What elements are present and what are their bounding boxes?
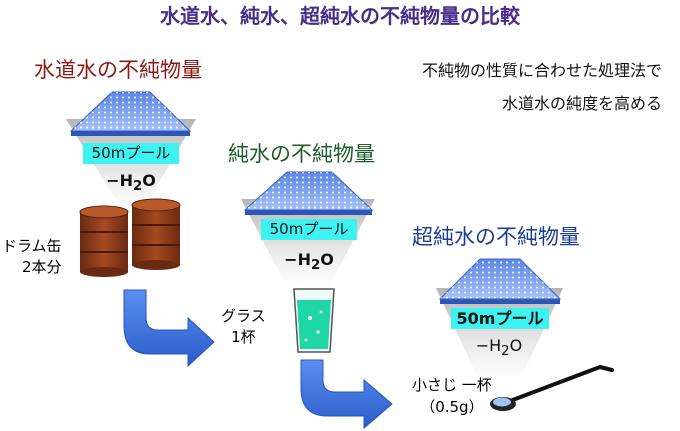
- formula-ultra: −H2O: [466, 336, 532, 359]
- spoon-icon: [490, 364, 614, 411]
- formula-prefix: −H: [284, 250, 311, 269]
- drum-amount-label: ドラム缶 2本分: [2, 236, 62, 278]
- spoon-amount-label: 小さじ 一杯 （0.5g）: [412, 375, 492, 419]
- drum-amount-line-2: 2本分: [22, 258, 62, 276]
- drum-amount-line-1: ドラム缶: [2, 237, 62, 255]
- glass-amount-label: グラス 1杯: [221, 306, 266, 348]
- spoon-amount-line-1: 小さじ 一杯: [412, 376, 492, 394]
- formula-subscript: 2: [501, 344, 510, 360]
- tap-water-label: 水道水の不純物量: [34, 58, 202, 82]
- pool-label-ultra: 50mプール: [451, 308, 549, 329]
- formula-suffix: O: [320, 250, 334, 269]
- glass-amount-line-2: 1杯: [231, 328, 256, 346]
- method-note-line-2: 水道水の純度を高める: [501, 94, 662, 113]
- formula-prefix: −H: [475, 336, 502, 355]
- pyramid-ultra: [438, 258, 562, 304]
- pyramid-tap: [69, 91, 192, 136]
- pool-label-pure: 50mプール: [261, 219, 357, 240]
- arrow-icon: [300, 359, 393, 430]
- arrow-icon: [123, 289, 215, 368]
- pure-water-label: 純水の不純物量: [228, 142, 375, 166]
- formula-prefix: −H: [106, 171, 133, 190]
- formula-suffix: O: [509, 336, 523, 355]
- method-note-line-1: 不純物の性質に合わせた処理法で: [421, 61, 662, 80]
- spoon-amount-line-2: （0.5g）: [420, 397, 484, 416]
- formula-suffix: O: [142, 171, 156, 190]
- page-title: 水道水、純水、超純水の不純物量の比較: [160, 4, 520, 28]
- ultrapure-water-label: 超純水の不純物量: [412, 225, 580, 249]
- formula-subscript: 2: [310, 258, 321, 274]
- drum-icon: [79, 205, 129, 277]
- formula-tap: −H2O: [98, 171, 164, 194]
- drum-icon: [131, 198, 181, 270]
- glass-icon: [293, 288, 335, 353]
- glass-amount-line-1: グラス: [221, 307, 266, 325]
- pyramid-pure: [243, 171, 374, 215]
- funnel-tap: [66, 119, 196, 210]
- formula-pure: −H2O: [276, 250, 342, 273]
- formula-subscript: 2: [132, 179, 143, 195]
- pool-label-tap: 50mプール: [83, 143, 179, 164]
